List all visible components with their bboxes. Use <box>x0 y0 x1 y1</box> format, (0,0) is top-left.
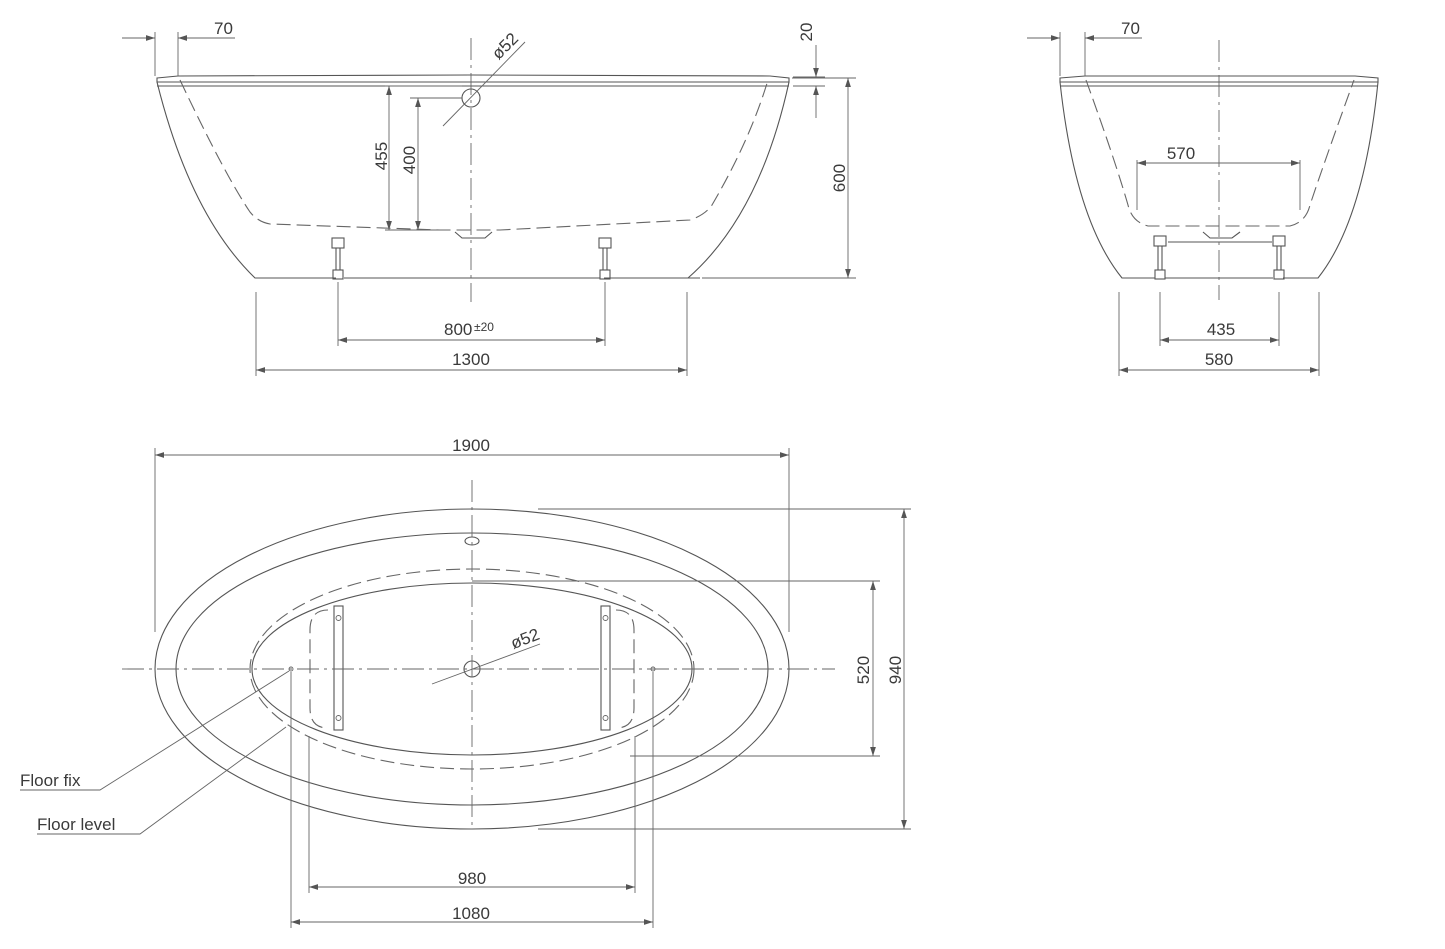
side-dim-400: 400 <box>400 146 419 174</box>
side-dim-600: 600 <box>830 164 849 192</box>
floor-fix-label: Floor fix <box>20 771 81 790</box>
side-shell-right <box>604 81 790 279</box>
side-leg-left <box>331 237 345 280</box>
side-dim-1300: 1300 <box>452 350 490 369</box>
end-shell-right <box>1283 81 1379 279</box>
side-rim <box>156 74 790 83</box>
side-leg-right <box>598 237 612 280</box>
end-view: 70 570 435 580 <box>1027 19 1379 376</box>
end-leg-right <box>1272 235 1286 280</box>
floor-level-leader <box>37 726 287 835</box>
end-inner-basin <box>1085 79 1355 227</box>
side-dim-70: 70 <box>214 19 233 38</box>
plan-dim-520: 520 <box>854 656 873 684</box>
end-shell-left <box>1059 81 1155 279</box>
side-dim-455: 455 <box>372 142 391 170</box>
floor-level-label: Floor level <box>37 815 115 834</box>
side-view: 70 20 ø52 455 400 600 800 ±20 1300 <box>122 19 856 376</box>
side-dim-800: 800 <box>444 320 472 339</box>
side-inner-basin <box>179 79 769 231</box>
end-dim-70: 70 <box>1121 19 1140 38</box>
plan-leg-bracket-right <box>600 605 611 731</box>
side-drain-bottom <box>454 231 493 239</box>
floor-fix-leader <box>20 670 290 791</box>
plan-dim-1900: 1900 <box>452 436 490 455</box>
side-shell-left <box>156 81 336 279</box>
plan-dim-drain: ø52 <box>508 625 542 653</box>
plan-leg-bracket-left <box>333 605 344 731</box>
end-dim-580: 580 <box>1205 350 1233 369</box>
end-drain-bottom <box>1202 231 1241 239</box>
plan-view: 1900 940 520 ø52 980 1080 Floor fix Floo… <box>20 436 911 928</box>
side-dim-20: 20 <box>797 23 816 42</box>
plan-dim-980: 980 <box>458 869 486 888</box>
side-dim-drain: ø52 <box>488 29 522 63</box>
end-leg-left <box>1153 235 1167 280</box>
plan-dim-1080: 1080 <box>452 904 490 923</box>
end-dim-435: 435 <box>1207 320 1235 339</box>
plan-dim-940: 940 <box>886 656 905 684</box>
end-dim-570: 570 <box>1167 144 1195 163</box>
side-dim-800-tolerance: ±20 <box>474 320 494 334</box>
